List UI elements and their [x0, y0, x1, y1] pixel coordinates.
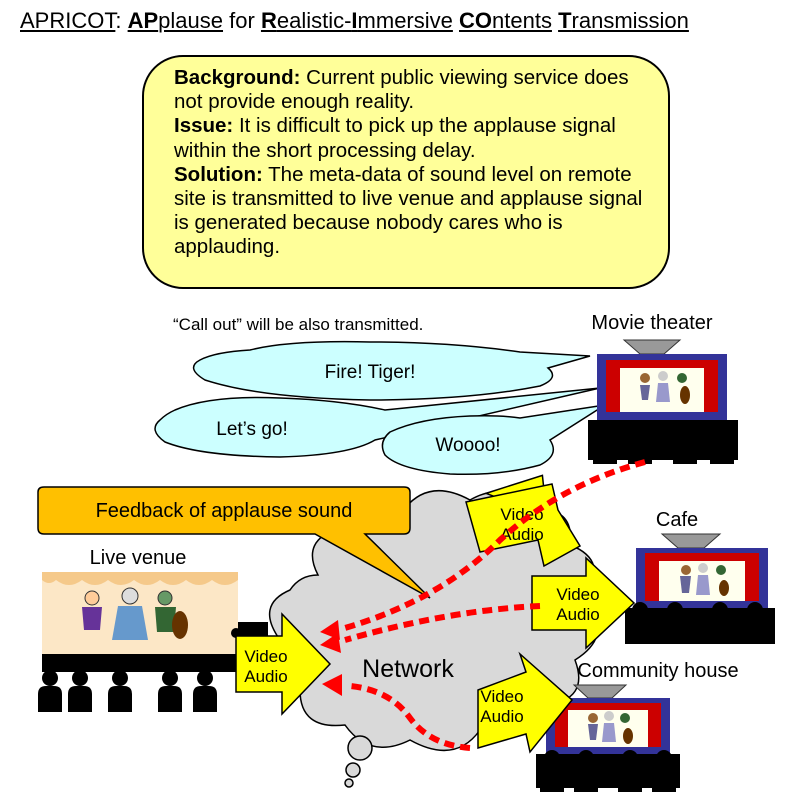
issue-label: Issue:: [174, 114, 234, 138]
background-label: Background:: [174, 66, 301, 89]
feedback-label: Feedback of applause sound: [96, 500, 353, 522]
movie-theater-image: [588, 339, 738, 464]
title-prefix: APRICOT: [20, 8, 116, 33]
arrow-live-audio: Audio: [244, 667, 287, 686]
summary-background: Background: Current public viewing servi…: [174, 66, 644, 114]
summary-solution: Solution: The meta-data of sound level o…: [174, 163, 644, 260]
venue-label-movie: Movie theater: [591, 312, 713, 334]
community-house-image: [536, 684, 680, 792]
bubble-fire-tiger: Fire! Tiger!: [192, 340, 591, 401]
title-rest-ransmission: ransmission: [571, 8, 689, 33]
arrow-video-audio-live: Video Audio: [235, 612, 332, 716]
arrow-1-video: Video: [500, 505, 543, 524]
bubble-woooo-text: Woooo!: [435, 435, 500, 456]
summary-box: [142, 55, 670, 289]
cafe-image: [625, 533, 775, 644]
title-for: for: [229, 8, 255, 33]
title-word-realistic: Realistic-Immersive: [261, 8, 453, 33]
callout-note: “Call out” will be also transmitted.: [173, 315, 423, 334]
title-hi-co: CO: [459, 8, 493, 33]
arrow-2-audio: Audio: [556, 605, 599, 624]
title-rest-ealistic: ealistic-: [276, 8, 352, 33]
bubble-lets-go: Let’s go!: [154, 387, 601, 458]
title-hi-i: I: [351, 8, 358, 33]
arrow-video-audio-2: Video Audio: [531, 556, 636, 650]
page-title: APRICOT: APplause for Realistic-Immersiv…: [20, 8, 689, 34]
title-hi-ap: AP: [127, 8, 159, 33]
arrow-live-video: Video: [244, 647, 287, 666]
arrow-video-audio-3: Video Audio: [477, 651, 574, 754]
summary-issue: Issue: It is difficult to pick up the ap…: [174, 114, 644, 162]
feedback-arrowheads: [320, 620, 342, 696]
venue-label-community: Community house: [577, 660, 738, 682]
bubble-woooo: Woooo!: [381, 404, 606, 476]
title-rest-ntents: ntents: [492, 8, 552, 33]
dash-from-cafe: [344, 603, 541, 643]
arrow-2-video: Video: [556, 585, 599, 604]
title-hi-t: T: [558, 8, 572, 33]
title-word-transmission: Transmission: [558, 8, 689, 33]
arrow-3-video: Video: [480, 687, 523, 706]
title-colon: :: [115, 8, 122, 33]
title-word-contents: COntents: [459, 8, 552, 33]
feedback-dashes: [344, 459, 646, 751]
feedback-callout: [37, 486, 431, 599]
live-venue-image: [38, 572, 268, 712]
arrow-1-audio: Audio: [500, 525, 543, 544]
bubble-fire-tiger-text: Fire! Tiger!: [325, 362, 416, 383]
title-word-applause: APplause: [128, 8, 223, 33]
venue-label-cafe: Cafe: [656, 509, 698, 531]
issue-text: It is difficult to pick up the applause …: [174, 114, 616, 162]
solution-text: The meta-data of sound level on remote s…: [174, 162, 643, 259]
summary-text: Background: Current public viewing servi…: [174, 66, 644, 260]
title-rest-mmersive: mmersive: [357, 8, 453, 33]
solution-label: Solution:: [174, 162, 263, 186]
dash-from-movie: [344, 459, 646, 631]
dash-from-community: [349, 683, 471, 751]
dash-arrowhead-3: [322, 674, 342, 696]
network-label: Network: [362, 655, 454, 683]
dash-arrowhead-2: [320, 633, 341, 653]
title-hi-r: R: [260, 8, 277, 33]
title-rest-plause: plause: [158, 8, 224, 33]
arrow-3-audio: Audio: [480, 707, 523, 726]
bubble-lets-go-text: Let’s go!: [216, 419, 287, 440]
venue-label-live: Live venue: [90, 547, 187, 569]
background-text: Current public viewing service does not …: [174, 66, 629, 114]
